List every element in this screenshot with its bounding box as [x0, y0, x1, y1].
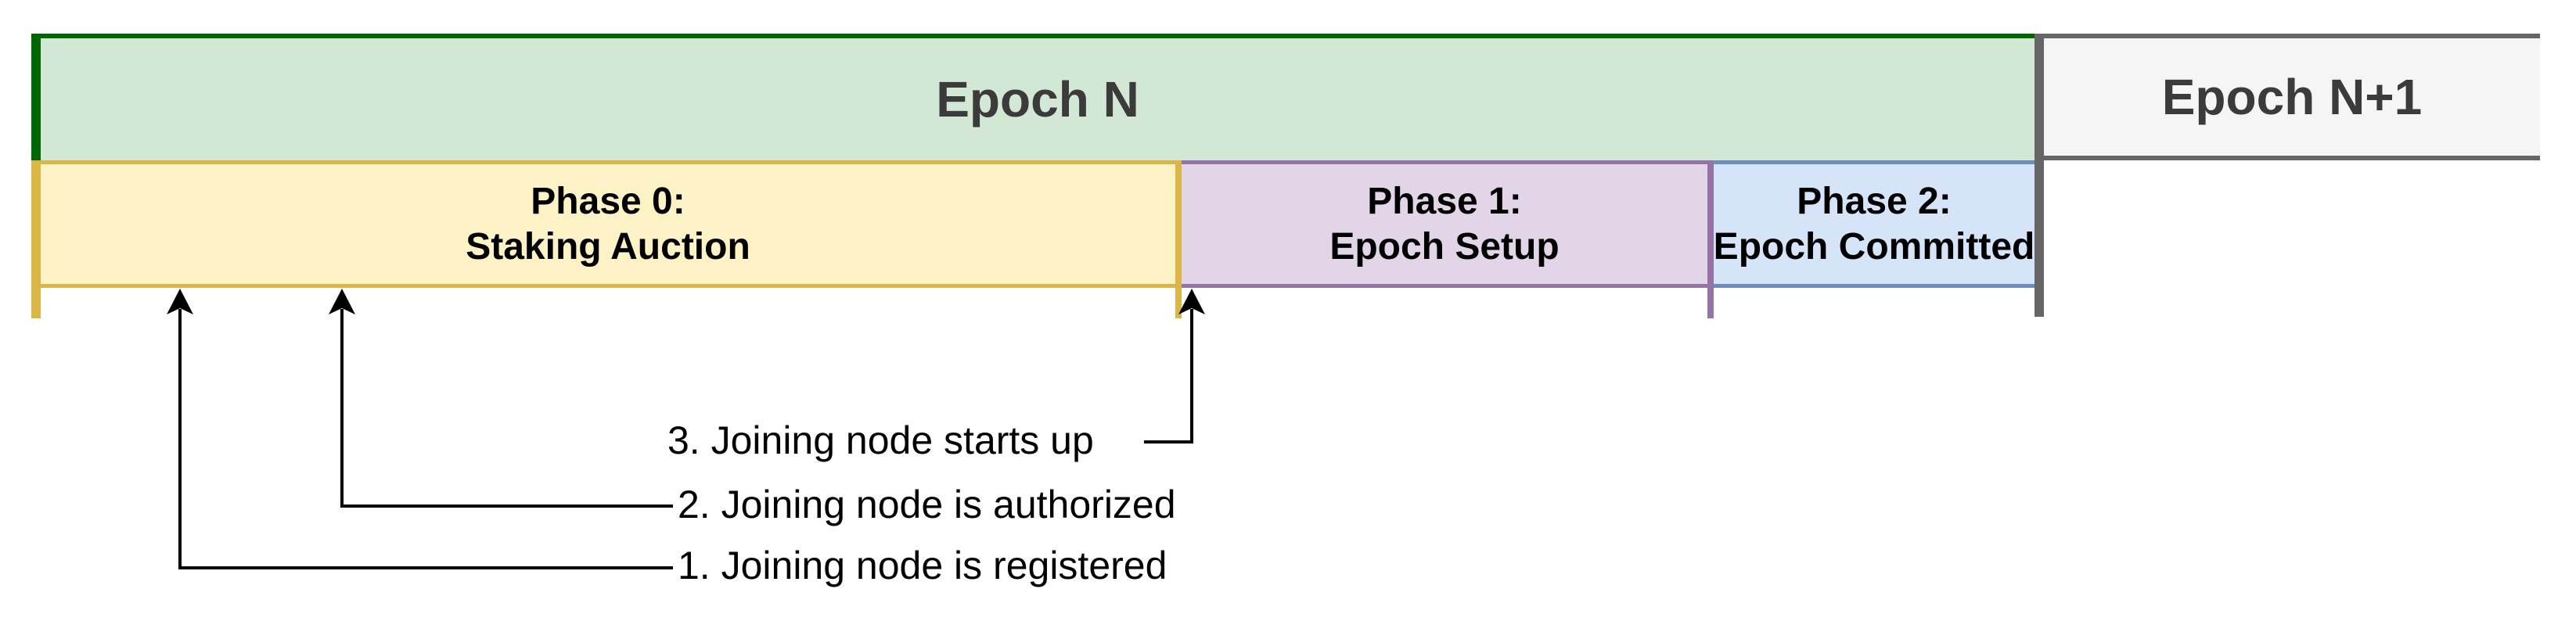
arrow-1-vertical-line: [178, 309, 182, 569]
phase-2-title: Phase 2:: [1797, 180, 1952, 222]
phase-1-right-edge-tail: [1707, 288, 1714, 318]
arrow-3-horizontal-line: [1144, 440, 1193, 443]
annotation-2-label: 2. Joining node is authorized: [678, 483, 1176, 526]
epoch-boundary-divider: [2035, 34, 2044, 317]
arrow-2-arrowhead-icon: [329, 289, 355, 314]
phase-0-title: Phase 0:: [531, 180, 685, 222]
phase-2-subtitle: Epoch Committed: [1713, 225, 2035, 268]
phase-1-bar: Phase 1: Epoch Setup: [1182, 160, 1714, 288]
epoch-n1-label: Epoch N+1: [2161, 69, 2423, 125]
annotation-3-label: 3. Joining node starts up: [667, 418, 1094, 462]
epoch-n-bar: Epoch N: [31, 34, 2035, 160]
phase-0-left-edge-tail: [31, 288, 41, 318]
phase-2-bar: Phase 2: Epoch Committed: [1714, 160, 2035, 288]
phase-0-right-edge-tail: [1175, 288, 1182, 318]
arrow-3-arrowhead-icon: [1178, 289, 1205, 314]
phase-1-subtitle: Epoch Setup: [1329, 225, 1560, 268]
arrow-3-vertical-line: [1190, 309, 1193, 443]
phase-1-title: Phase 1:: [1367, 180, 1522, 222]
arrow-1-arrowhead-icon: [167, 289, 193, 314]
arrow-1-horizontal-line: [178, 566, 673, 569]
phase-0-subtitle: Staking Auction: [466, 225, 750, 268]
phase-0-bar: Phase 0: Staking Auction: [31, 160, 1182, 288]
arrow-2-vertical-line: [340, 309, 344, 508]
epoch-n1-bar: Epoch N+1: [2044, 34, 2540, 160]
arrow-2-horizontal-line: [340, 505, 673, 508]
annotation-1-label: 1. Joining node is registered: [678, 544, 1167, 587]
epoch-n-label: Epoch N: [936, 71, 1139, 127]
